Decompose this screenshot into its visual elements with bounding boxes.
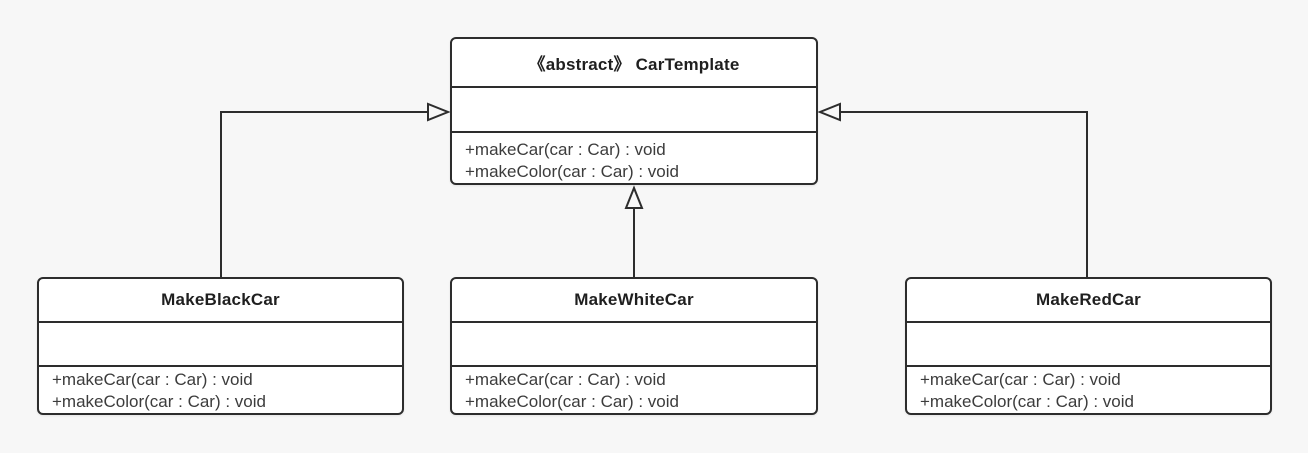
class-methods-section: +makeCar(car : Car) : void +makeColor(ca… [907, 365, 1270, 413]
class-attributes-section-empty [39, 320, 402, 365]
class-methods-section: +makeCar(car : Car) : void +makeColor(ca… [452, 131, 816, 183]
method-line: +makeColor(car : Car) : void [465, 392, 679, 411]
class-attributes-section-empty [452, 86, 816, 131]
class-makeblackcar: MakeBlackCar +makeCar(car : Car) : void … [37, 277, 404, 415]
method-line: +makeColor(car : Car) : void [52, 392, 266, 411]
method-line: +makeColor(car : Car) : void [920, 392, 1134, 411]
class-methods-section: +makeCar(car : Car) : void +makeColor(ca… [39, 365, 402, 413]
hollow-triangle-arrowhead-icon [817, 102, 841, 122]
class-title: MakeWhiteCar [574, 289, 694, 309]
inheritance-arrow-redcar-to-cartemplate [817, 102, 1088, 277]
class-attributes-section-empty [452, 320, 816, 365]
class-cartemplate: 《abstract》 CarTemplate +makeCar(car : Ca… [450, 37, 818, 185]
class-title: MakeBlackCar [161, 289, 280, 309]
class-methods-section: +makeCar(car : Car) : void +makeColor(ca… [452, 365, 816, 413]
method-line: +makeCar(car : Car) : void [465, 370, 666, 389]
class-attributes-section-empty [907, 320, 1270, 365]
method-line: +makeCar(car : Car) : void [52, 370, 253, 389]
inheritance-arrow-whitecar-to-cartemplate [624, 185, 644, 277]
class-makewhitecar: MakeWhiteCar +makeCar(car : Car) : void … [450, 277, 818, 415]
hollow-triangle-arrowhead-icon [427, 102, 451, 122]
method-line: +makeCar(car : Car) : void [920, 370, 1121, 389]
class-makeredcar: MakeRedCar +makeCar(car : Car) : void +m… [905, 277, 1272, 415]
class-title: 《abstract》 CarTemplate [528, 55, 740, 74]
inheritance-arrow-blackcar-to-cartemplate [220, 102, 451, 277]
method-line: +makeColor(car : Car) : void [465, 162, 679, 181]
class-title: MakeRedCar [1036, 289, 1141, 309]
hollow-triangle-arrowhead-icon [624, 185, 644, 209]
method-line: +makeCar(car : Car) : void [465, 140, 666, 159]
